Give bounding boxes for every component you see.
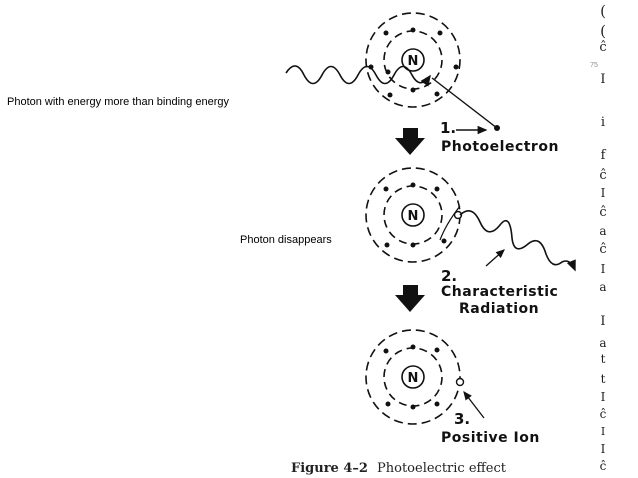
cropped-page-edge: ( ( ĉ I i f ĉ I ĉ a ĉ I a I a t t I ĉ I … xyxy=(596,0,616,478)
positive-ion-pointer xyxy=(463,390,485,419)
characteristic-radiation-wave xyxy=(459,210,576,272)
step-arrow-1 xyxy=(395,128,425,155)
atom-2-electrons xyxy=(383,182,447,248)
atom-1-electrons xyxy=(368,27,459,98)
edge-glyph: I xyxy=(600,262,606,276)
atom-3-electrons xyxy=(383,344,440,410)
edge-glyph: I xyxy=(600,390,606,404)
inner-shell-vacancy xyxy=(453,210,463,220)
annotation-photon-energy: Photon with energy more than binding ene… xyxy=(7,96,229,108)
radiation-pointer xyxy=(485,249,505,267)
nucleus-label-3: N xyxy=(408,371,419,386)
atom-2-nucleus xyxy=(401,203,425,227)
transition-arrow xyxy=(439,205,461,241)
edge-glyph: a xyxy=(599,280,607,294)
atom-3-outer-shell xyxy=(365,329,461,425)
edge-glyph: I xyxy=(600,186,606,200)
photoelectron-track xyxy=(431,77,498,129)
figure-caption-prefix: Figure 4–2 xyxy=(291,461,368,476)
nucleus-label-1: N xyxy=(408,54,419,69)
edge-glyph: ĉ xyxy=(599,407,607,421)
edge-glyph: a xyxy=(599,336,607,350)
nucleus-label-2: N xyxy=(408,209,419,224)
edge-glyph: ĉ xyxy=(599,40,607,55)
step-arrow-2 xyxy=(395,285,425,312)
edge-glyph: ĉ xyxy=(599,242,607,257)
edge-glyph: I xyxy=(600,425,606,438)
edge-glyph: ĉ xyxy=(599,459,607,473)
step-3-number: 3. xyxy=(454,410,470,428)
edge-glyph: a xyxy=(599,224,607,238)
edge-glyph: t xyxy=(600,372,606,386)
step-2-number: 2. xyxy=(441,267,457,285)
figure-caption-text: Photoelectric effect xyxy=(377,461,507,476)
edge-glyph: ( xyxy=(600,2,606,20)
edge-glyph: f xyxy=(600,148,606,163)
slide-number: 75 xyxy=(590,62,598,69)
edge-glyph: ĉ xyxy=(599,168,607,183)
step-2-label-line2: Radiation xyxy=(459,301,539,317)
edge-glyph: I xyxy=(600,314,606,329)
edge-glyph: ĉ xyxy=(599,205,607,220)
atom-1-nucleus xyxy=(401,48,425,72)
incoming-photon-wave xyxy=(285,65,431,87)
edge-glyph: I xyxy=(600,72,606,87)
outer-shell-vacancy xyxy=(455,377,465,387)
photoelectron xyxy=(494,125,500,131)
step-2-label-line1: Characteristic xyxy=(441,284,558,300)
edge-glyph: i xyxy=(600,115,606,130)
step-3-label: Positive Ion xyxy=(441,430,540,446)
step-1-number: 1. xyxy=(440,119,456,137)
edge-glyph: ( xyxy=(600,22,606,40)
edge-glyph: I xyxy=(600,442,606,456)
atom-1-outer-shell xyxy=(365,12,461,108)
annotation-photon-disappears: Photon disappears xyxy=(240,234,332,246)
edge-glyph: t xyxy=(600,352,606,366)
atom-3-nucleus xyxy=(401,365,425,389)
step-1-label: Photoelectron xyxy=(441,139,559,155)
